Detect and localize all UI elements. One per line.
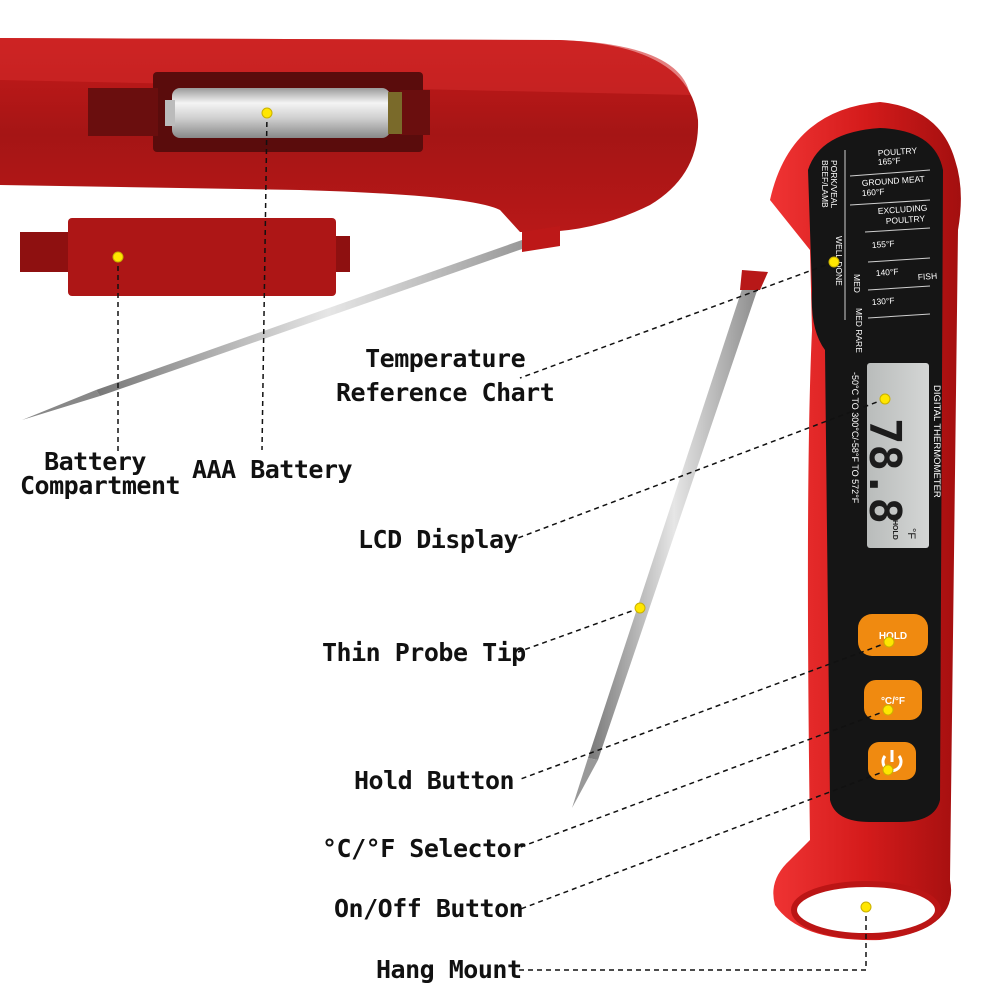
chart-label: POULTRY <box>877 145 917 158</box>
callout-text: Temperature <box>365 344 526 373</box>
callout-text: Hold Button <box>354 766 515 795</box>
callout-unit-selector: °C/°F Selector <box>322 834 526 863</box>
callout-text: LCD Display <box>358 525 519 554</box>
chart-label: POULTRY <box>885 213 925 226</box>
hold-button-label: HOLD <box>879 631 907 642</box>
callout-text: °C/°F Selector <box>322 834 526 863</box>
lcd-reading: 78.8 <box>859 418 910 524</box>
range-text: -50°C TO 300°C/-58°F TO 572°F <box>850 372 860 504</box>
callout-power-button: On/Off Button <box>334 894 524 923</box>
chart-label: 160°F <box>861 186 884 198</box>
callout-text: Hang Mount <box>376 955 522 984</box>
callout-aaa-battery: AAA Battery <box>192 455 353 484</box>
callout-hang-mount: Hang Mount <box>376 955 522 984</box>
callout-temperature-chart: Temperature Reference Chart <box>336 344 555 407</box>
lcd-unit: °F <box>905 528 917 539</box>
callout-probe-tip: Thin Probe Tip <box>322 638 526 667</box>
chart-lines <box>844 150 931 320</box>
hold-button[interactable] <box>858 614 928 656</box>
callout-hold-button: Hold Button <box>354 766 515 795</box>
lcd-hold-indicator: HOLD <box>891 520 898 540</box>
probe-shaft-front <box>588 280 760 760</box>
product-name: DIGITAL THERMOMETER <box>931 385 942 498</box>
chart-side-label: PORK/VEAL <box>829 160 839 208</box>
chart-side-label: BEEF/LAMB <box>820 160 830 208</box>
lcd-display <box>867 363 929 548</box>
front-view <box>572 102 961 941</box>
unit-selector-button[interactable] <box>864 680 922 720</box>
chart-label: 155°F <box>871 238 894 250</box>
marker-dots <box>112 107 895 913</box>
unit-button-label: °C/°F <box>881 696 905 707</box>
back-view <box>0 38 699 420</box>
chart-label: 130°F <box>871 295 894 307</box>
callout-text: Reference Chart <box>336 378 555 407</box>
callout-text: Battery <box>44 447 146 476</box>
callout-lcd-display: LCD Display <box>358 525 519 554</box>
probe-shaft-back <box>96 232 560 396</box>
doneness-label: MED <box>852 274 862 293</box>
chart-label: GROUND MEAT <box>861 174 925 188</box>
callout-text: On/Off Button <box>334 894 524 923</box>
battery-compartment-cover <box>68 218 336 296</box>
aaa-battery <box>172 88 390 138</box>
callout-text: Compartment <box>20 471 181 500</box>
callout-text: Thin Probe Tip <box>322 638 526 667</box>
leader-lines <box>117 112 890 971</box>
chart-label: FISH <box>917 271 937 282</box>
chart-label: EXCLUDING <box>877 203 927 216</box>
chart-label: 165°F <box>877 155 900 167</box>
chart-label: 140°F <box>875 266 898 278</box>
callout-text: AAA Battery <box>192 455 353 484</box>
doneness-label: MED RARE <box>854 308 864 353</box>
callout-battery-compartment: Battery Compartment <box>20 447 181 500</box>
